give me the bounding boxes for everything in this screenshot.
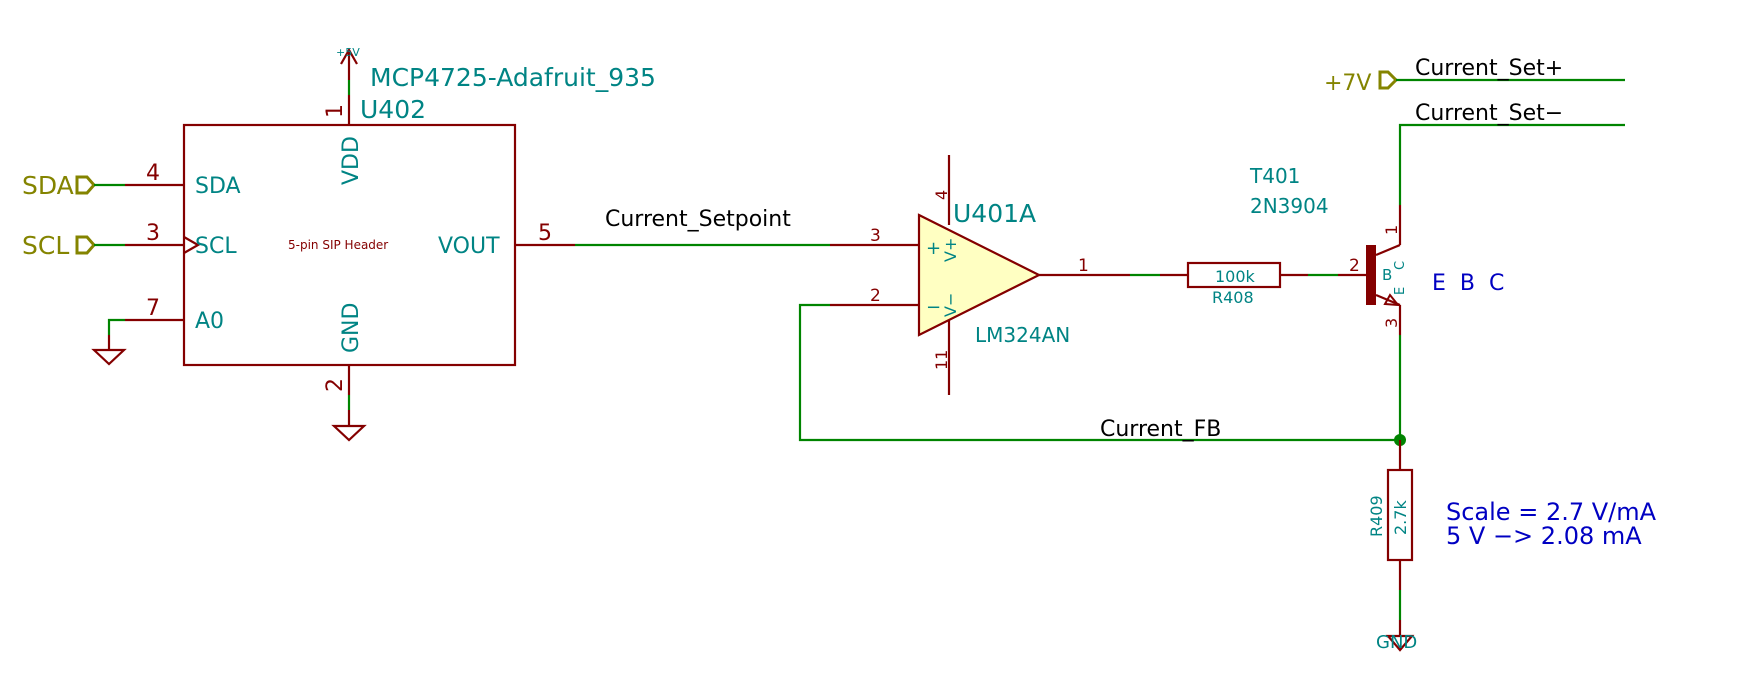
t401-label-e: E [1393,287,1408,295]
u402-pin-a0-name: A0 [195,309,224,334]
r409-resistor[interactable]: 2.7k R409 [1367,468,1414,562]
t401-label-c: C [1393,261,1408,270]
u401-label-vplus: V+ [941,238,960,262]
u402-value: MCP4725-Adafruit_935 [370,63,656,92]
u402-pin-sda-name: SDA [195,174,241,199]
global-label-sda-text: SDA [22,171,74,200]
note-scale: Scale = 2.7 V/mA [1446,498,1657,526]
ground-icon [331,424,367,442]
u402-pin-a0-num: 7 [146,296,160,321]
r408-value: 100k [1215,267,1256,286]
u401-label-minus: − [926,297,941,318]
u402-pin-scl-name: SCL [195,234,237,259]
u402-pin-vdd-name: VDD [339,136,364,185]
clock-input-icon [183,236,201,254]
u401-pin-out-num: 1 [1078,256,1089,276]
u401-pin-in-minus-num: 2 [870,286,881,306]
opamp-triangle-icon [917,213,1042,337]
global-label-7v-text: +7V [1324,71,1371,96]
ground-icon [1385,634,1415,652]
u402-pin-vout-name: VOUT [438,234,500,259]
u401-label-vminus: V− [941,293,960,317]
u402-pin-gnd-name: GND [339,303,364,353]
u402-description: 5-pin SIP Header [288,238,388,252]
r409-ref: R409 [1367,495,1386,537]
u402-pin-gnd-num: 2 [323,378,348,392]
net-label-current-fb[interactable]: Current_FB [1100,417,1221,442]
u402-pin-vout-num: 5 [538,221,552,246]
input-port-icon [75,235,96,255]
t401-transistor[interactable]: T401 2N3904 2 1 3 B E C [1249,164,1408,335]
note-conversion: 5 V −> 2.08 mA [1446,522,1642,550]
pinout-note: E B C [1432,271,1504,296]
u402-component[interactable]: MCP4725-Adafruit_935 U402 5-pin SIP Head… [125,46,656,395]
u401-pin-vneg-num: 11 [932,350,951,370]
net-label-current-set-minus[interactable]: Current_Set− [1415,101,1563,126]
r408-ref: R408 [1212,288,1254,307]
power-5v-label: +5V [336,46,360,59]
transistor-base-bar-icon [1366,245,1376,305]
global-label-7v[interactable]: +7V [1324,70,1399,96]
u401-pin-in-plus-num: 3 [870,226,881,246]
t401-ref: T401 [1249,164,1300,188]
r409-value: 2.7k [1391,500,1410,535]
input-port-icon [75,175,96,195]
t401-pin-emitter-num: 3 [1382,318,1401,328]
power-5v-arrow-icon [340,47,358,65]
net-label-current-set-plus[interactable]: Current_Set+ [1415,56,1563,81]
u402-ref: U402 [360,95,426,124]
global-label-scl-text: SCL [22,231,69,260]
u401-ref: U401A [953,199,1036,228]
u402-pin-scl-num: 3 [146,221,160,246]
u402-pin-vdd-num: 1 [323,104,348,118]
t401-value: 2N3904 [1250,194,1329,218]
ground-icon [91,348,127,366]
net-label-current-setpoint[interactable]: Current_Setpoint [605,207,791,232]
u401-opamp[interactable]: 4 11 U401A LM324AN 3 + V+ 2 − V− 1 [830,155,1130,395]
u402-pin-sda-num: 4 [146,161,160,186]
r408-resistor[interactable]: 100k R408 [1186,261,1282,307]
a0-wire [107,318,125,335]
u401-pin-vpos-num: 4 [932,190,951,200]
emitter-arrow-icon [1383,293,1401,307]
t401-pin-base-num: 2 [1349,256,1360,276]
t401-label-b: B [1382,266,1392,284]
input-port-icon [1378,70,1399,90]
t401-pin-collector-num: 1 [1382,225,1401,235]
u401-value: LM324AN [975,323,1070,347]
global-label-sda[interactable]: SDA [22,171,96,200]
gnd-label: GND [1376,632,1417,653]
t401-collector-line [1375,243,1401,257]
current-set-minus-wire [1398,123,1625,205]
global-label-scl[interactable]: SCL [22,231,96,260]
current-fb-wire [798,303,1400,442]
u401-label-plus: + [926,238,941,259]
